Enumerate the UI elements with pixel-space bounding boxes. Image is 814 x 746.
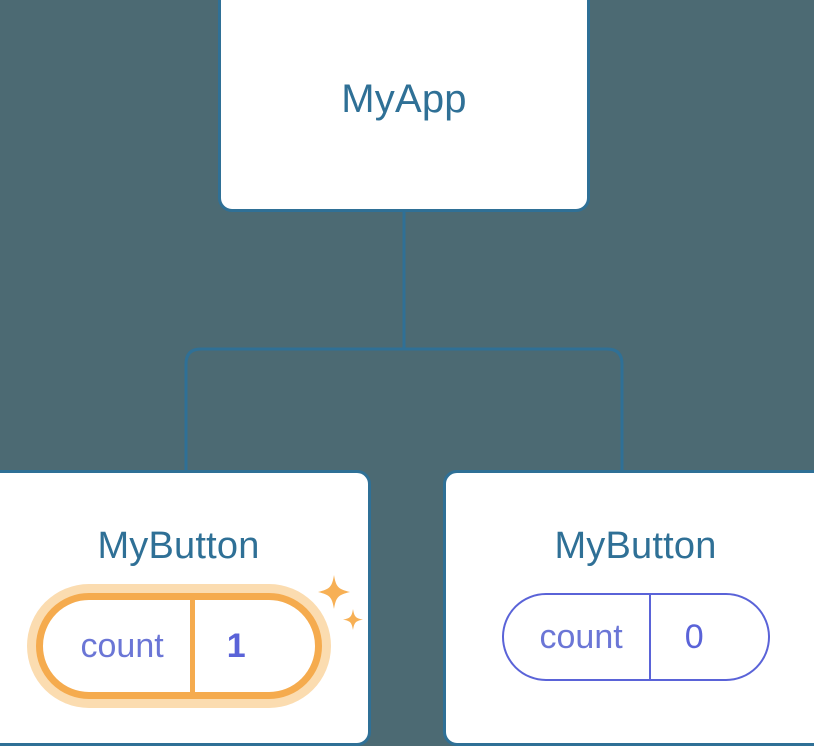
- state-key: count: [539, 617, 623, 656]
- sparkle-small-icon: [342, 609, 363, 630]
- state-value: 0: [648, 595, 738, 679]
- state-key: count: [80, 626, 164, 665]
- node-title: MyButton: [97, 525, 260, 567]
- state-pill-wrapper: count 1: [35, 575, 363, 699]
- sparkle-large-icon: [317, 575, 350, 609]
- state-pill[interactable]: count 0: [501, 593, 770, 681]
- state-value: 1: [189, 600, 278, 692]
- state-pill-highlighted[interactable]: count 1: [35, 593, 322, 699]
- node-title: MyButton: [554, 525, 717, 567]
- state-pill-wrapper: count 0: [501, 593, 770, 681]
- node-mybutton-right[interactable]: MyButton count 0: [443, 470, 814, 746]
- node-myapp[interactable]: MyApp: [218, 0, 590, 212]
- edge-bus: [184, 347, 624, 470]
- node-mybutton-left[interactable]: MyButton count 1: [0, 470, 371, 746]
- node-title: MyApp: [341, 77, 467, 121]
